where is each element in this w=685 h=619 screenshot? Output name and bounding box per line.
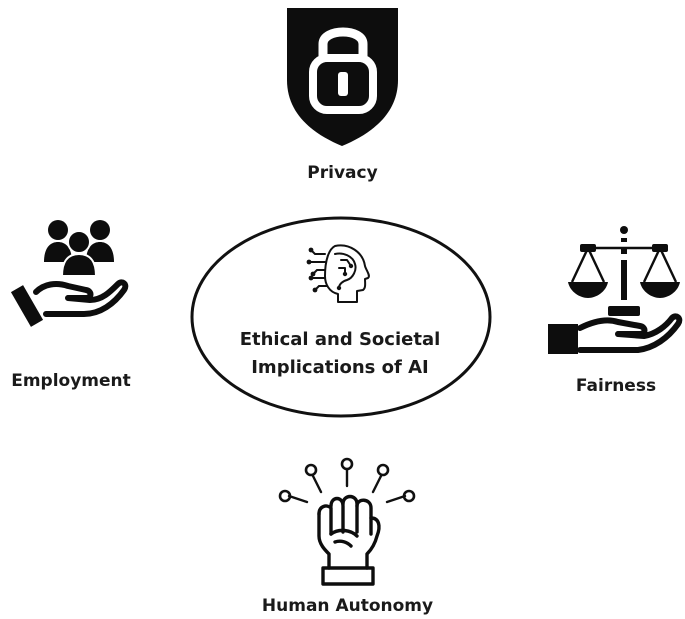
fairness-label: Fairness [575,376,657,396]
center-title-line2: Implications of AI [251,357,429,378]
raised-fist-icon [278,457,416,586]
people-in-hand-icon [10,220,129,327]
ai-brain-head-icon [306,244,370,303]
scales-in-hand-icon [548,226,683,354]
employment-label: Employment [11,371,131,391]
center-title: Ethical and Societal Implications of AI [215,326,465,382]
center-title-line1: Ethical and Societal [239,329,441,350]
human-autonomy-label: Human Autonomy [261,596,434,616]
shield-lock-icon [287,8,398,146]
privacy-label: Privacy [307,163,378,183]
